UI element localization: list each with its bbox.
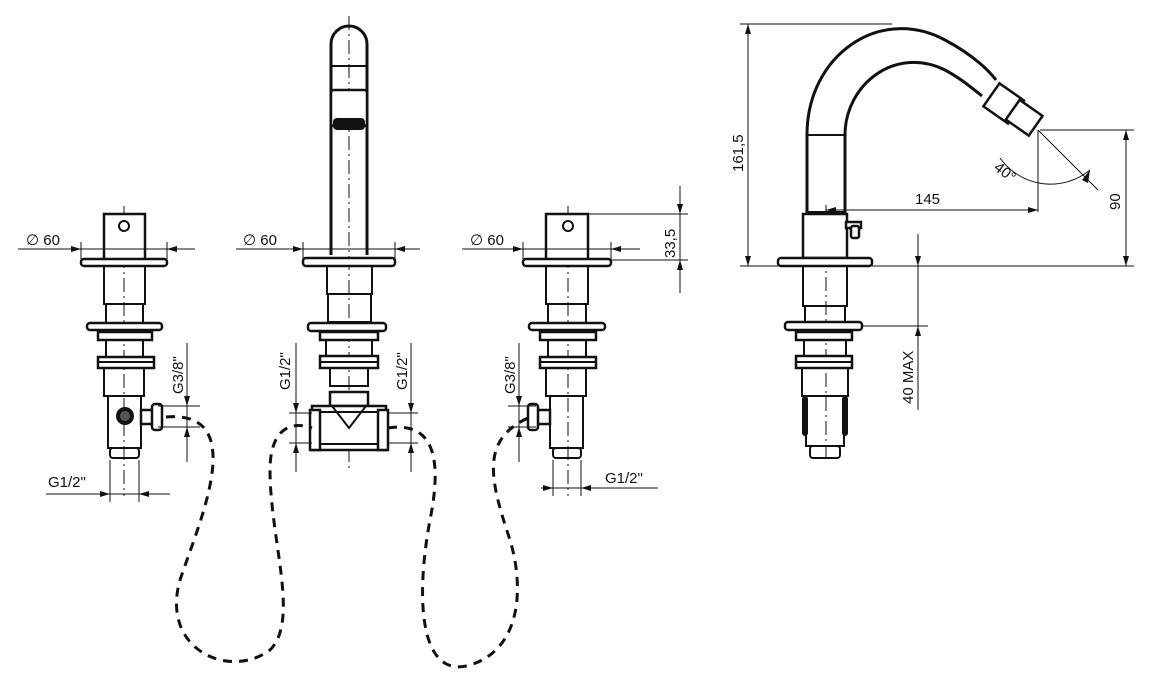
- label-height-90: 90: [1107, 193, 1124, 210]
- dim-angle-40: [999, 129, 1099, 212]
- label-height-33-5: 33,5: [662, 229, 679, 258]
- label-diameter-left: ∅ 60: [26, 232, 60, 249]
- side-view-spout: [776, 27, 1045, 462]
- label-deck-40-max: 40 MAX: [900, 351, 917, 404]
- dim-diameter-right: [462, 242, 640, 262]
- label-thread-g38-right: G3/8": [502, 356, 519, 394]
- dim-thread-g12-bottom-right: [541, 460, 658, 496]
- dim-diameter-left: [18, 242, 195, 262]
- dim-thread-g38-left: [158, 343, 200, 462]
- label-thread-g38-left: G3/8": [170, 356, 187, 394]
- dim-deck-40-max: [862, 234, 928, 410]
- center-spout: [301, 16, 397, 470]
- label-angle-40: 40°: [991, 159, 1019, 186]
- dim-diameter-center: [236, 242, 420, 262]
- right-valve: [521, 206, 613, 496]
- dim-thread-g12-tee-right: [388, 343, 418, 472]
- dim-height-161-5: [740, 23, 892, 267]
- label-reach-145: 145: [915, 191, 940, 208]
- label-diameter-right: ∅ 60: [470, 232, 504, 249]
- label-height-161-5: 161,5: [730, 134, 747, 172]
- left-valve: [79, 206, 169, 496]
- label-diameter-center: ∅ 60: [243, 232, 277, 249]
- dim-height-33-5: [588, 186, 688, 293]
- label-thread-g12-tee-left: G1/2": [277, 352, 294, 390]
- label-thread-g12-tee-right: G1/2": [394, 352, 411, 390]
- label-thread-g12-bottom-right: G1/2": [605, 470, 643, 487]
- dim-thread-g12-tee-left: [289, 343, 312, 472]
- dim-reach-145: [826, 207, 1038, 213]
- hose-left: [165, 415, 313, 664]
- dim-thread-g12-bottom-left: [46, 460, 170, 502]
- dim-height-90: [872, 129, 1134, 267]
- label-thread-g12-bottom-left: G1/2": [48, 474, 86, 491]
- hose-right: [387, 416, 529, 669]
- dim-thread-g38-right: [508, 343, 536, 462]
